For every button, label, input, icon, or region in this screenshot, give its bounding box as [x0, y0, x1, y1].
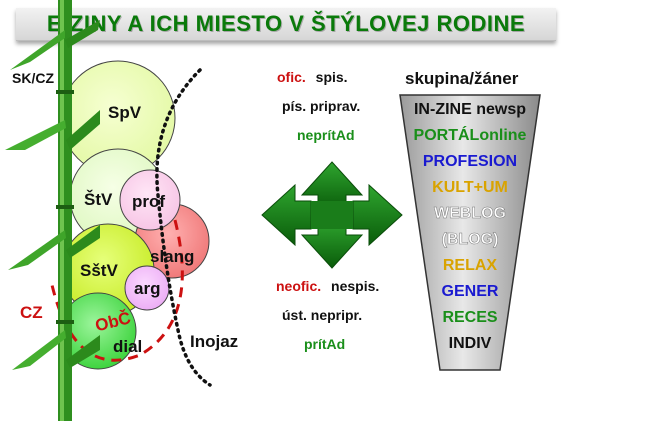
unofficial-rest: nespis. [331, 278, 379, 294]
slang-label: slang [150, 247, 194, 266]
official-rest: spis. [316, 69, 348, 85]
bamboo-decoration [5, 0, 100, 421]
funnel-item: PROFESION [423, 153, 517, 170]
region-label: SK/CZ [12, 70, 54, 86]
non-direct-addressee: neprítAd [297, 127, 355, 143]
unofficial-red: neofic. [276, 278, 321, 294]
prof-label: prof [132, 192, 165, 211]
stv-label: ŠtV [84, 190, 113, 209]
foreign-language-label: Inojaz [190, 332, 238, 351]
funnel-item: KULT+UM [432, 179, 508, 196]
official-line: ofic. spis. [277, 69, 348, 85]
funnel-item: WEBLOG [434, 205, 506, 222]
oral-unprepared: úst. nepripr. [282, 307, 362, 323]
funnel-header: skupina/žáner [405, 69, 519, 88]
funnel-item: (BLOG) [442, 231, 499, 248]
cz-dashed-arc [50, 219, 184, 362]
direct-addressee: prítAd [304, 336, 345, 352]
spv-label: SpV [108, 103, 142, 122]
prof-circle [119, 169, 181, 231]
language-boundary-dotted [155, 68, 212, 387]
funnel-item: PORTÁLonline [414, 125, 527, 144]
slide-title: E-ZINY A ICH MIESTO V ŠTÝLOVEJ RODINE [46, 11, 526, 36]
cz-label: CZ [20, 303, 43, 322]
funnel-item: GENER [442, 283, 499, 300]
arg-label: arg [134, 279, 160, 298]
funnel-item: RECES [442, 309, 497, 326]
funnel-item: INDIV [449, 335, 492, 352]
unofficial-line: neofic. nespis. [276, 278, 379, 294]
dial-label: dial [113, 337, 142, 356]
genre-funnel [399, 94, 541, 371]
funnel-item: RELAX [443, 257, 498, 274]
funnel-item: IN-ZINE newsp [414, 101, 526, 118]
title-bar: E-ZINY A ICH MIESTO V ŠTÝLOVEJ RODINE [16, 8, 556, 41]
sstv-label: SštV [80, 261, 118, 280]
four-way-arrow [261, 161, 403, 269]
official-red: ofic. [277, 69, 306, 85]
written-prepared: pís. priprav. [282, 98, 360, 114]
